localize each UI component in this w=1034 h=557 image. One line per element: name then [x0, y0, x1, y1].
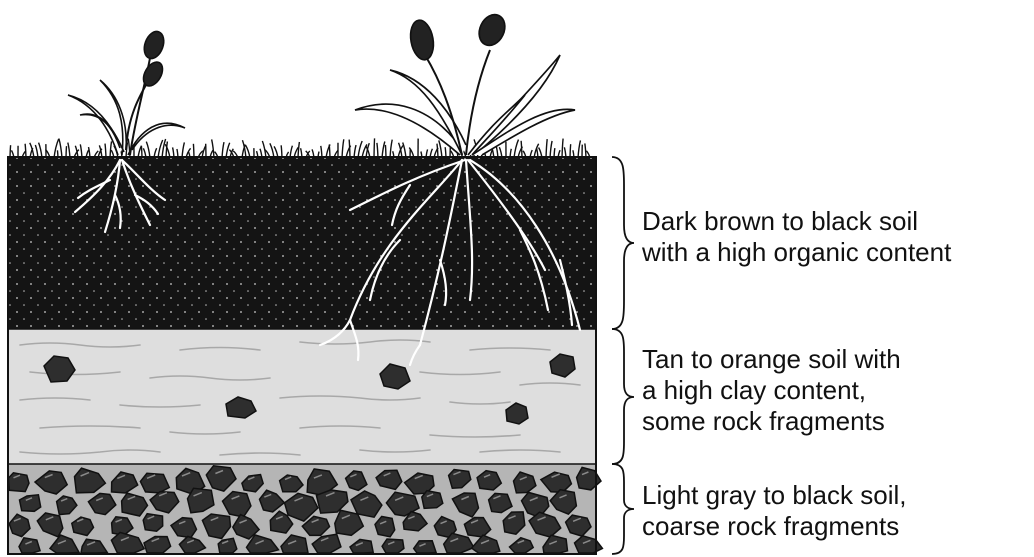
grass-blade — [57, 150, 58, 158]
grass-blade — [439, 140, 442, 158]
subsoil-label-line-2: a high clay content, — [642, 375, 901, 406]
rock-fragment-icon — [19, 538, 40, 553]
bedrock-label: Light gray to black soil, coarse rock fr… — [642, 480, 906, 542]
grass-blade — [550, 141, 552, 158]
topsoil-label-line-2: with a high organic content — [642, 237, 951, 268]
grass-blade — [182, 142, 184, 158]
grass-blade — [270, 143, 274, 158]
rock-fragment-icon — [414, 541, 436, 553]
rock-fragment-icon — [577, 467, 601, 490]
grass-blade — [25, 144, 26, 158]
grass-blade — [514, 140, 518, 158]
grass-blade — [546, 139, 547, 158]
grass-blade — [390, 140, 392, 158]
grass-blade — [578, 140, 580, 158]
grass-blade — [105, 144, 106, 158]
grass-blade — [329, 145, 330, 158]
grass-blade — [66, 146, 67, 158]
grass-blade — [382, 141, 385, 158]
grass-blade — [222, 142, 224, 158]
brace-icon — [612, 329, 634, 464]
grass-blade — [342, 139, 344, 158]
grass-blade — [445, 147, 446, 158]
grass-blade — [110, 141, 112, 158]
plant-large-icon — [355, 10, 575, 155]
brace-icon — [612, 157, 634, 329]
grass-blade — [298, 142, 299, 158]
grass-blade — [212, 139, 214, 158]
grass-blade — [59, 139, 62, 158]
grass-blade — [554, 148, 555, 158]
grass-blade — [377, 143, 378, 158]
grass-blade — [146, 142, 150, 158]
topsoil-label-line-1: Dark brown to black soil — [642, 206, 951, 237]
rock-fragment-icon — [575, 536, 603, 553]
grass-blade — [80, 144, 82, 158]
plant-small-icon — [68, 29, 185, 155]
grass-blade — [437, 144, 438, 158]
rock-fragment-icon — [422, 491, 443, 509]
brace-icon — [612, 464, 634, 554]
grass-blade — [10, 145, 11, 158]
grass-blade — [385, 145, 386, 158]
topsoil-texture — [8, 157, 596, 329]
bedrock-label-line-2: coarse rock fragments — [642, 511, 906, 542]
grass-blade — [585, 143, 586, 158]
subsoil-label: Tan to orange soil with a high clay cont… — [642, 344, 901, 437]
grass-blade — [562, 139, 563, 158]
subsoil-label-line-1: Tan to orange soil with — [642, 344, 901, 375]
grass-blade — [193, 144, 194, 158]
grass-blade — [68, 143, 70, 158]
grass-blade — [349, 140, 350, 158]
grass-blade — [403, 143, 406, 158]
grass-blade — [521, 141, 522, 158]
grass-blade — [358, 141, 362, 158]
grass-blade — [141, 146, 142, 158]
grass-blade — [281, 145, 282, 158]
rock-fragment-icon — [140, 473, 169, 493]
subsoil-label-line-3: some rock fragments — [642, 406, 901, 437]
grass-blade — [570, 144, 571, 158]
grass-blade — [374, 138, 375, 158]
rock-fragment-icon — [382, 539, 404, 553]
grass-blade — [39, 143, 42, 158]
bedrock-label-line-1: Light gray to black soil, — [642, 480, 906, 511]
topsoil-label: Dark brown to black soil with a high org… — [642, 206, 951, 268]
